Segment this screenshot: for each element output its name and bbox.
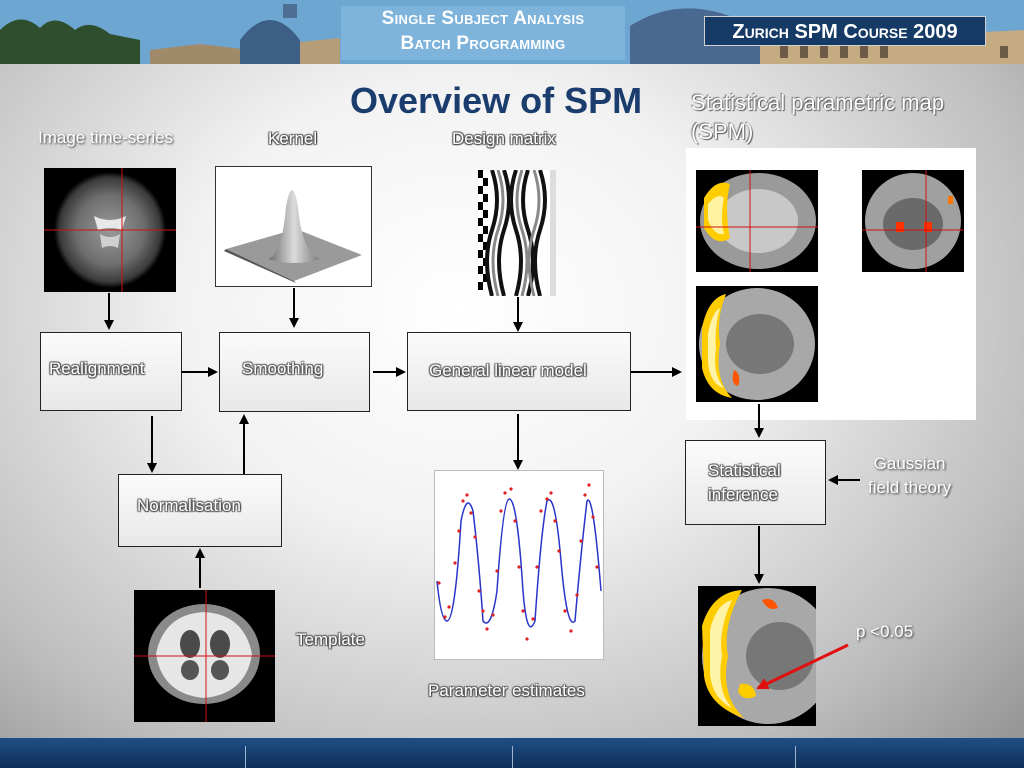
glm-box: General linear model <box>407 332 631 411</box>
inference-line1: Statistical <box>708 461 781 480</box>
thresholded-result-image <box>698 586 834 726</box>
design-matrix-image <box>478 169 556 297</box>
footer-divider <box>795 746 796 768</box>
template-image <box>134 590 275 722</box>
label-kernel: Kernel <box>268 129 318 148</box>
brain-template-icon <box>134 590 275 722</box>
realignment-label: Realignment <box>49 359 145 378</box>
spm-activation-overlay-icon <box>696 170 964 402</box>
label-parameter-estimates: Parameter estimates <box>428 681 585 700</box>
fitted-timeseries-icon <box>436 483 602 641</box>
smoothing-box: Smoothing <box>219 332 370 412</box>
realignment-box: Realignment <box>40 332 182 411</box>
kernel-image <box>215 166 372 287</box>
normalisation-box: Normalisation <box>118 474 282 547</box>
label-spm-map: Statistical parametric map (SPM) <box>691 88 1001 146</box>
normalisation-label: Normalisation <box>137 496 241 515</box>
gaussian-line2: field theory <box>868 478 952 497</box>
label-spm-map-line2: (SPM) <box>691 119 754 144</box>
course-title-line2: Batch Programming <box>400 33 566 54</box>
gaussian-surface-icon <box>224 190 362 283</box>
parameter-estimates-plot <box>434 470 604 660</box>
footer-divider <box>512 746 513 768</box>
brain-mri-axial-icon <box>44 168 176 292</box>
gaussian-line1: Gaussian <box>873 454 946 473</box>
header-banner: Single Subject Analysis Batch Programmin… <box>0 0 1024 64</box>
label-image-time-series: Image time-series <box>38 128 174 147</box>
label-p-value: p <0.05 <box>856 622 914 641</box>
spm-map-panel <box>686 148 976 420</box>
slide-title: Overview of SPM <box>350 80 643 121</box>
statistical-inference-box: Statistical inference <box>685 440 826 525</box>
course-section-title: Single Subject Analysis Batch Programmin… <box>341 6 625 60</box>
course-title-line1: Single Subject Analysis <box>381 8 585 29</box>
glm-label: General linear model <box>429 361 587 380</box>
smoothing-label: Smoothing <box>242 359 324 378</box>
inference-line2: inference <box>708 485 778 504</box>
design-matrix-icon <box>478 169 556 297</box>
arrow-pvalue-highlight <box>756 643 849 690</box>
footer-bar <box>0 738 1024 768</box>
label-gaussian-field-theory: Gaussian field theory <box>868 452 951 500</box>
label-template: Template <box>296 630 365 649</box>
image-time-series-scan <box>44 168 176 292</box>
label-spm-map-line1: Statistical parametric map <box>691 90 945 115</box>
course-name-badge: Zurich SPM Course 2009 <box>704 16 986 46</box>
activation-result-icon <box>702 588 834 724</box>
statistical-inference-label: Statistical inference <box>708 459 781 507</box>
label-design-matrix: Design matrix <box>452 129 556 148</box>
footer-divider <box>245 746 246 768</box>
